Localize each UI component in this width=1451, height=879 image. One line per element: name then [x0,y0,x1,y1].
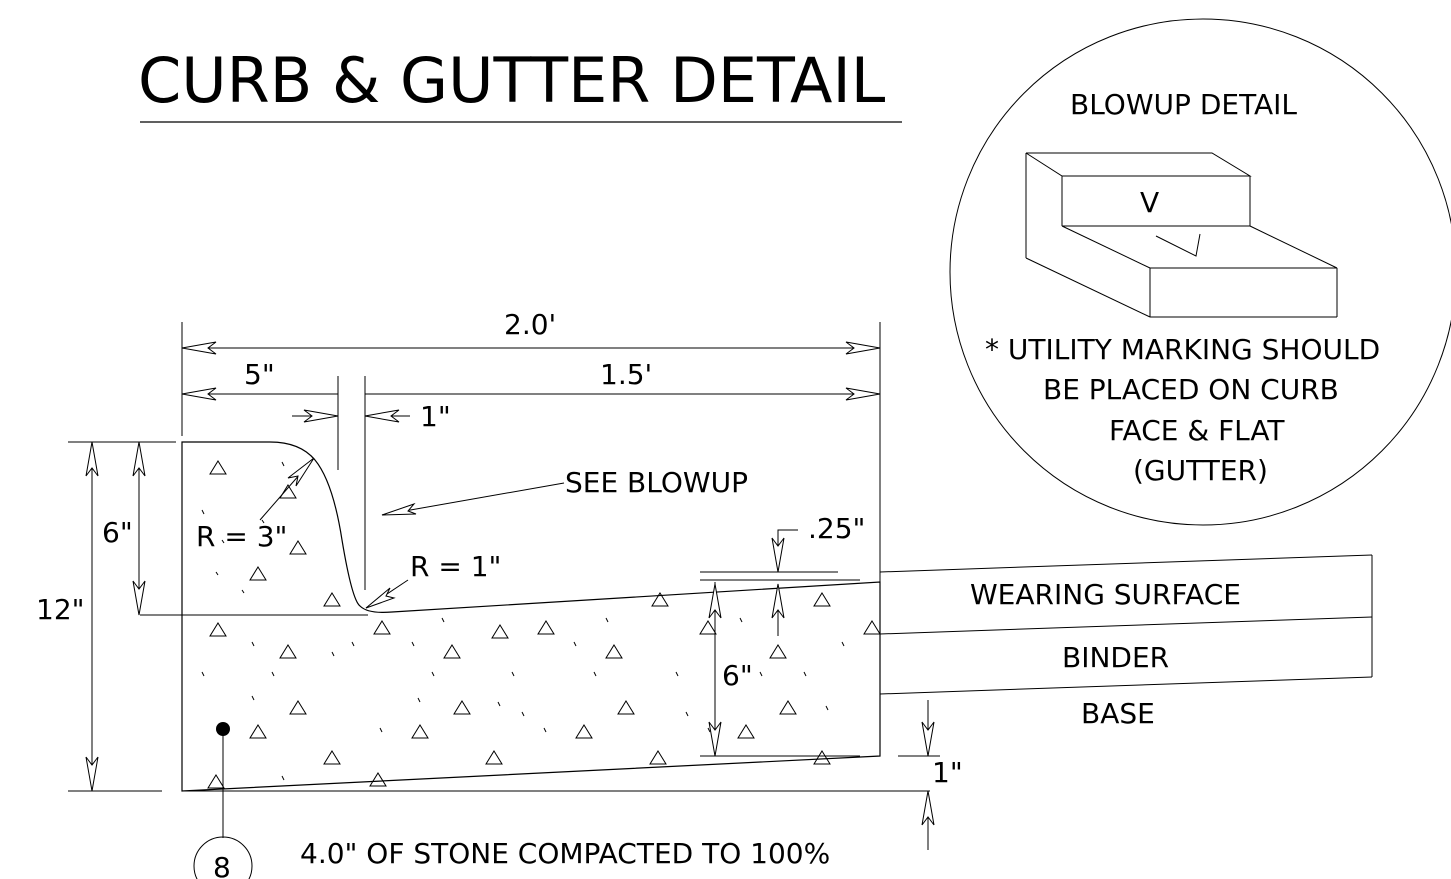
blowup-title: BLOWUP DETAIL [1070,88,1297,121]
dimension-gutter-depth: 6" [700,579,860,757]
blowup-curb-block [1025,152,1338,318]
layer-binder: BINDER [1062,641,1169,674]
page-title: CURB & GUTTER DETAIL [138,44,886,117]
svg-text:1": 1" [932,756,963,789]
svg-text:.25": .25" [808,512,865,545]
dimension-lip: .25" [700,512,865,636]
dimension-gutter-width: 1.5' [365,358,881,401]
svg-text:1": 1" [420,400,451,433]
dimension-curb-height: 6" [102,441,146,616]
svg-text:12": 12" [36,593,85,626]
stone-note: 4.0" OF STONE COMPACTED TO 100% [300,837,830,870]
radius-top-callout: R = 3" [196,457,315,553]
dimension-base-drop: 1" [898,700,963,850]
svg-text:1.5': 1.5' [600,358,652,391]
see-blowup-callout: SEE BLOWUP [381,466,748,516]
dimension-total-depth: 12" [36,441,176,792]
svg-text:5": 5" [244,358,275,391]
svg-text:6": 6" [102,516,133,549]
radius-bottom-callout: R = 1" [365,550,501,609]
dimension-face-offset: 1" [292,376,451,590]
svg-text:2.0': 2.0' [504,308,556,341]
svg-text:SEE BLOWUP: SEE BLOWUP [565,466,748,499]
detail-reference: 8 [193,722,253,879]
dimension-curb-top: 5" [181,358,338,401]
svg-text:6": 6" [722,659,753,692]
blowup-note-line-3: FACE & FLAT [1109,414,1285,447]
svg-text:R = 1": R = 1" [410,550,501,583]
layer-base: BASE [1081,697,1155,730]
blowup-detail: BLOWUP DETAIL V * UTILITY MARKING SHOULD… [949,18,1451,526]
pavement-layers: WEARING SURFACE BINDER BASE [879,554,1373,730]
concrete-specks [201,461,845,781]
blowup-note-line-1: * UTILITY MARKING SHOULD [985,333,1380,366]
detail-number: 8 [213,851,231,879]
blowup-mark: V [1140,186,1159,219]
blowup-circle [949,18,1451,526]
curb-gutter-section [181,441,881,792]
svg-text:R = 3": R = 3" [196,520,287,553]
blowup-note-line-4: (GUTTER) [1133,454,1268,487]
layer-wearing-surface: WEARING SURFACE [970,578,1241,611]
concrete-aggregate [207,460,881,789]
blowup-note-line-2: BE PLACED ON CURB [1043,373,1339,406]
dimension-total-width: 2.0' [181,308,881,578]
